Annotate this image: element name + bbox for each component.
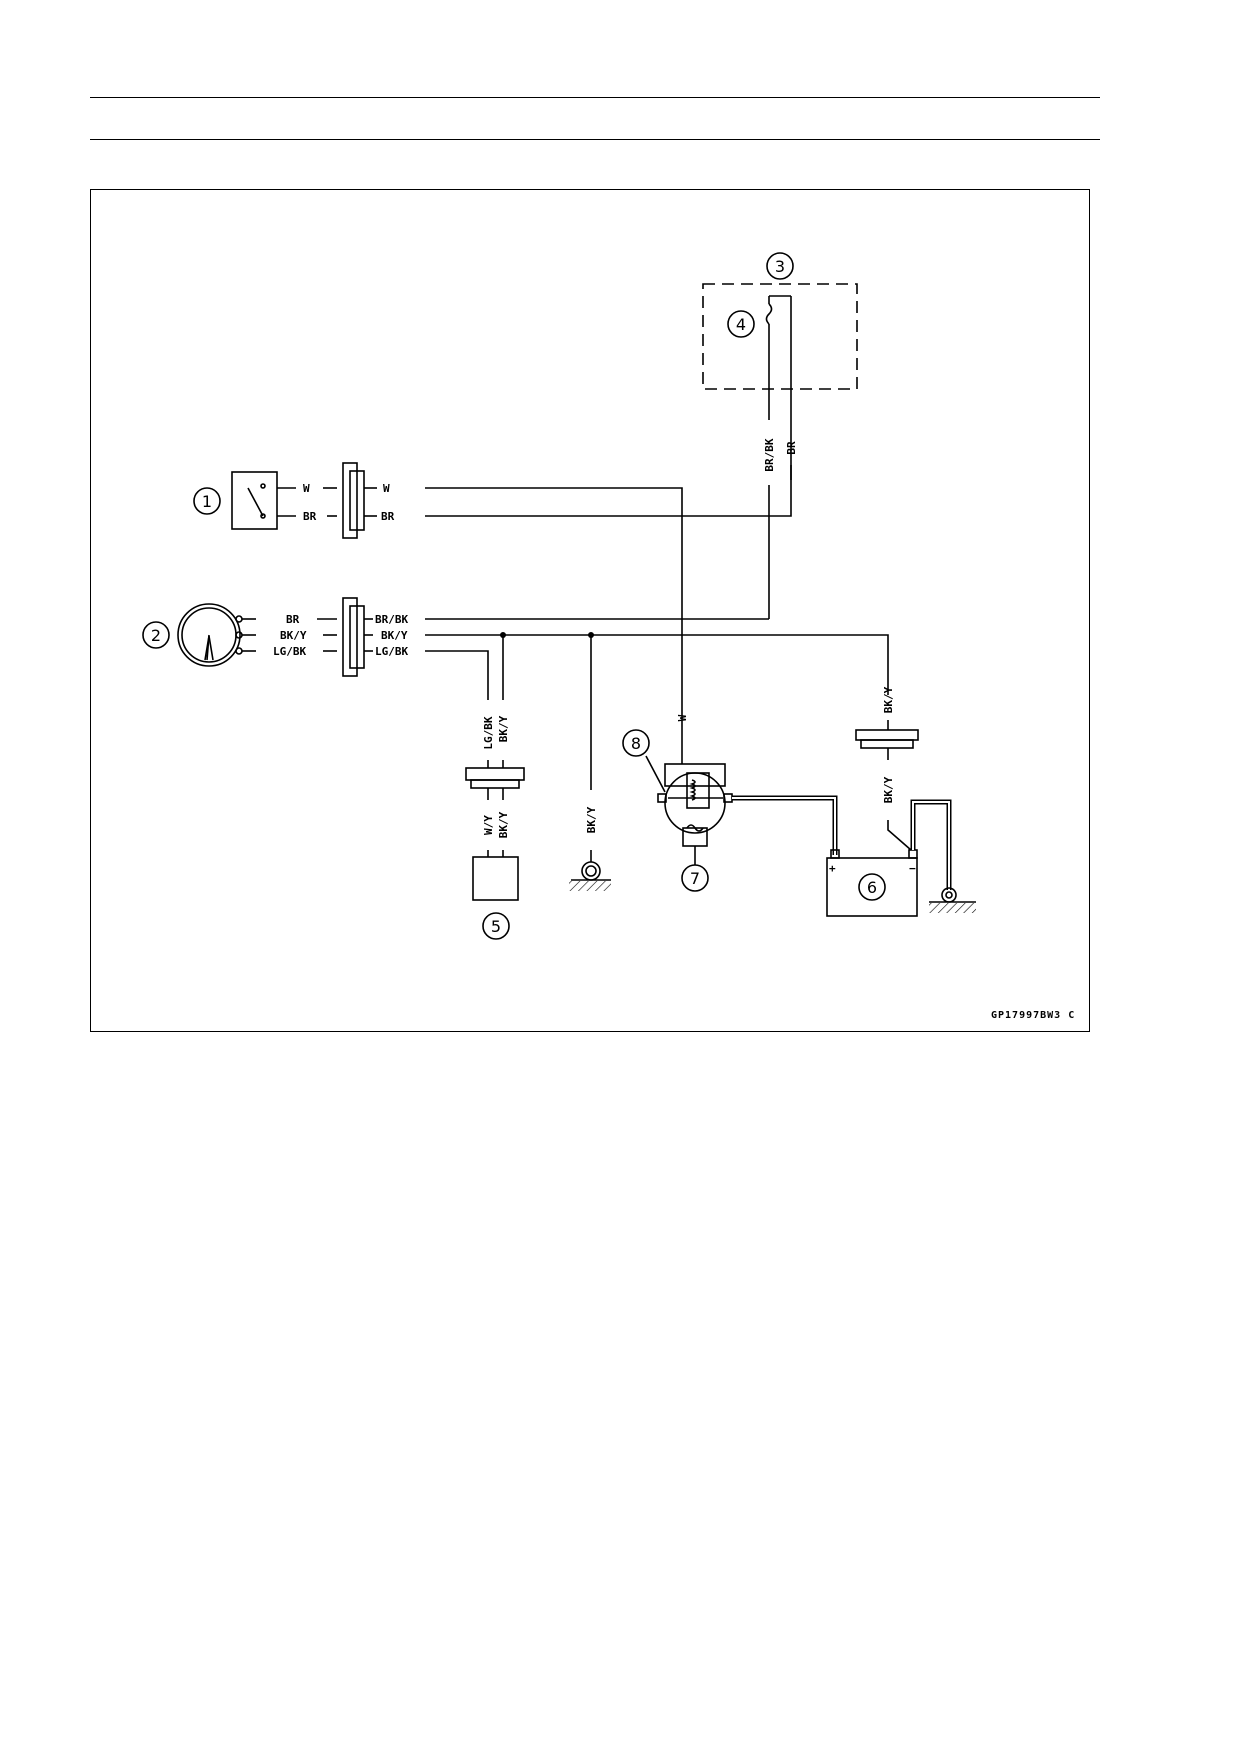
- callout-1: 1: [193, 487, 221, 515]
- battery-minus: −: [909, 862, 916, 875]
- drawing-code: GP17997BW3 C: [991, 1010, 1075, 1021]
- svg-text:1: 1: [202, 492, 212, 511]
- svg-text:3: 3: [775, 257, 785, 276]
- wire-label-bk-y-6: BK/Y: [882, 686, 895, 713]
- fuse-4: [765, 303, 773, 325]
- connector-b: [342, 597, 365, 677]
- wire-label-bk-y-4: BK/Y: [497, 811, 510, 838]
- wire-br: [425, 430, 792, 517]
- wire-label-br-1: BR: [303, 510, 317, 523]
- wire-label-br-fuse: BR: [785, 441, 798, 455]
- battery-plus: +: [829, 862, 836, 875]
- wire-label-w-y: W/Y: [482, 815, 495, 835]
- callout-4: 4: [727, 310, 755, 338]
- connector-c: [465, 767, 525, 789]
- wire-w: [425, 487, 683, 727]
- wire-label-br-bk-1: BR/BK: [375, 613, 408, 626]
- wire-label-bk-y-2: BK/Y: [381, 629, 408, 642]
- wire-label-w-3: W: [676, 714, 689, 721]
- svg-text:2: 2: [151, 626, 161, 645]
- wire-label-br-2: BR: [381, 510, 395, 523]
- ground-1: [569, 861, 611, 891]
- relay-8: [657, 763, 733, 847]
- wire-label-bk-y-3: BK/Y: [497, 715, 510, 742]
- callout-2: 2: [142, 621, 170, 649]
- main-fuse-7: [686, 824, 704, 832]
- callout-5: 5: [482, 912, 510, 940]
- wire-label-lg-bk-2: LG/BK: [375, 645, 408, 658]
- header-rule-bottom: [90, 139, 1100, 140]
- gauge-2: [177, 603, 256, 667]
- wire-lg-bk: [425, 650, 489, 700]
- wire-label-bk-y-5: BK/Y: [585, 806, 598, 833]
- wire-label-w-2: W: [383, 482, 390, 495]
- svg-text:8: 8: [631, 734, 641, 753]
- wire-bk-y: [425, 634, 889, 695]
- header-rule-top: [90, 97, 1100, 98]
- callout-7: 7: [681, 864, 709, 892]
- wiring-diagram-frame: 1 W BR W BR 3 4 BR/BK BR: [90, 189, 1090, 1032]
- ground-2: [929, 887, 976, 913]
- wire-label-lg-bk-1: LG/BK: [273, 645, 306, 658]
- wire-label-br-3: BR: [286, 613, 300, 626]
- sensor-5: [472, 856, 519, 901]
- svg-text:7: 7: [690, 869, 700, 888]
- svg-text:6: 6: [867, 878, 877, 897]
- svg-text:5: 5: [491, 917, 501, 936]
- wire-label-lg-bk-3: LG/BK: [482, 716, 495, 749]
- svg-text:4: 4: [736, 315, 746, 334]
- wire-label-bk-y-1: BK/Y: [280, 629, 307, 642]
- callout-6: 6: [858, 873, 886, 901]
- callout-3: 3: [766, 252, 794, 280]
- wiring-diagram: 1 W BR W BR 3 4 BR/BK BR: [142, 252, 1075, 1021]
- fuse-box-3: [702, 283, 858, 390]
- switch-1: [231, 471, 296, 530]
- connector-a: [342, 462, 365, 539]
- connector-d: [855, 729, 919, 749]
- wire-label-bk-y-7: BK/Y: [882, 776, 895, 803]
- callout-8: 8: [622, 729, 650, 757]
- wire-label-br-bk-fuse: BR/BK: [763, 438, 776, 471]
- wire-label-w-1: W: [303, 482, 310, 495]
